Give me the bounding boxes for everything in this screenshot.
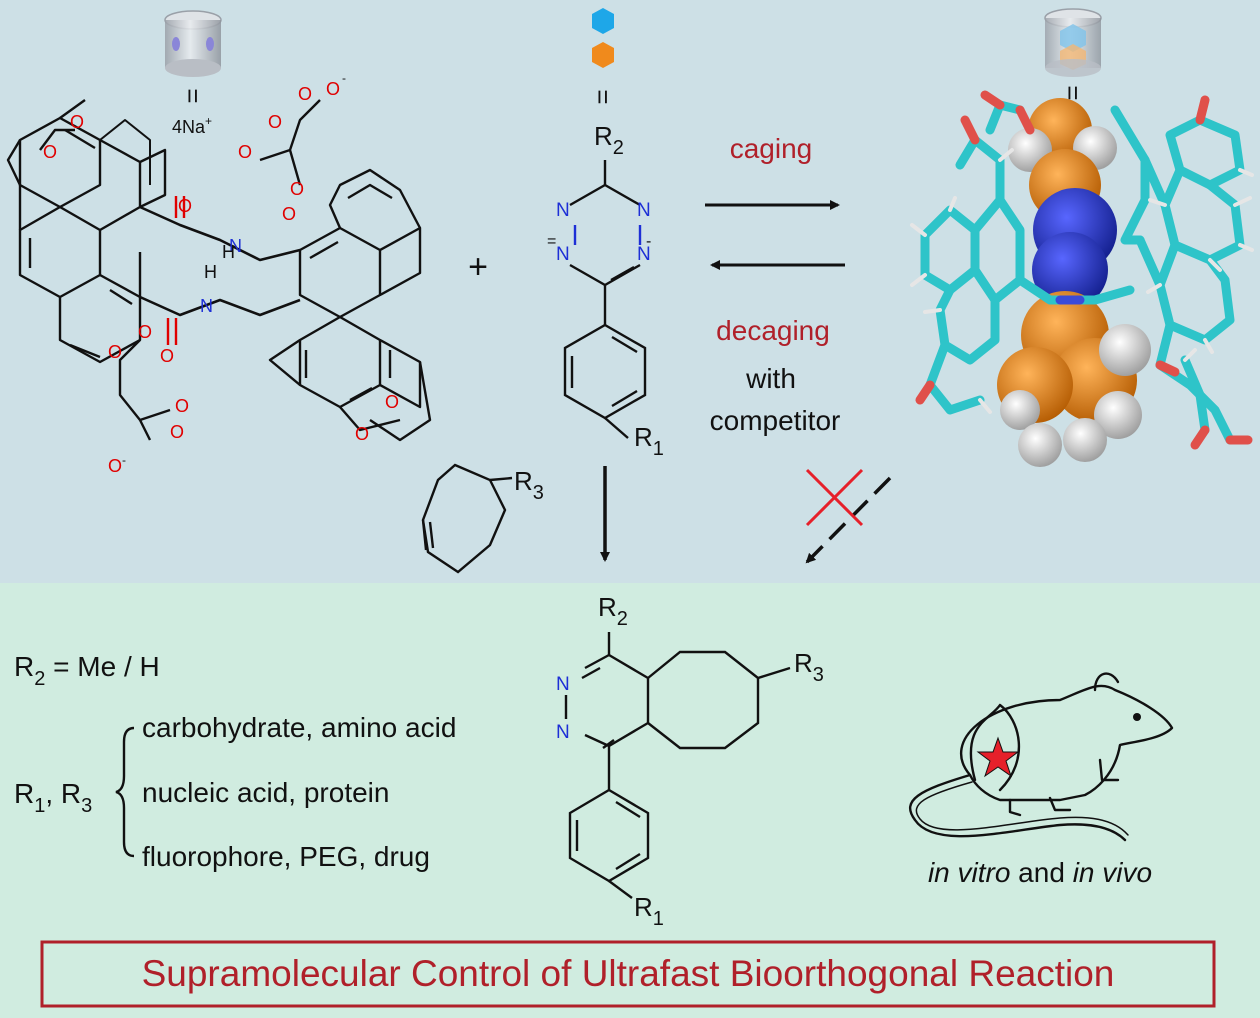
host-equals-sign: = [178,88,208,103]
svg-text:O: O [268,112,282,132]
svg-text:O: O [108,342,122,362]
svg-text:N: N [556,244,570,265]
svg-text:O: O [355,424,369,444]
blocked-cross-icon [805,468,864,527]
caging-label: caging [730,133,813,164]
svg-text:N: N [556,674,570,695]
legend-item-1: carbohydrate, amino acid [142,712,456,743]
complex-cylinder-icon [1044,8,1102,77]
tetrazine-equals-sign: = [588,89,618,104]
alkene-r3-label: R3 [514,466,544,504]
tetrazine-nitrogen-labels: N N N N = - [547,200,651,265]
product-r2-label: R2 [598,592,628,630]
plus-sign: + [468,248,488,286]
svg-text:-: - [342,71,346,85]
tetrazine-r2-label: R2 [594,121,624,159]
figure-title: Supramolecular Control of Ultrafast Bioo… [142,953,1115,994]
svg-text:O: O [70,112,84,132]
host-guest-complex-model [910,90,1254,467]
star-icon [976,736,1020,778]
svg-text:O: O [385,392,399,412]
svg-text:H: H [204,262,217,282]
product-nitrogen-labels: N N [556,674,570,743]
host-counterion: 4Na+ [172,114,212,137]
product-structure [568,632,791,899]
svg-text:H: H [222,242,235,262]
tetrazine-r1-label: R1 [634,422,664,460]
svg-text:O: O [290,179,304,199]
svg-text:N: N [229,236,242,256]
svg-text:O: O [326,79,340,99]
legend-brace [115,726,135,858]
competitor-label: competitor [710,405,841,436]
svg-text:N: N [556,722,570,743]
tetrazine-structure [563,160,647,439]
blocked-reaction-arrow [805,476,892,564]
in-vitro-in-vivo-label: in vitro and in vivo [928,857,1152,888]
tetrazine-hexagon-icon [592,8,614,68]
mouse-eye [1133,713,1141,721]
host-molecule-structure [6,99,432,442]
host-heteroatom-labels: O O O O O O O O O - O O O O O - O O O N … [43,71,399,476]
mouse-illustration [908,672,1174,842]
svg-text:O: O [282,204,296,224]
svg-text:O: O [160,346,174,366]
product-r1-label: R1 [634,892,664,930]
r1-r3-label: R1, R3 [14,778,92,817]
svg-text:N: N [200,296,213,316]
svg-text:O: O [175,396,189,416]
svg-text:O: O [138,322,152,342]
product-r3-label: R3 [794,648,824,686]
svg-text:=: = [547,233,556,250]
svg-text:-: - [646,233,651,250]
title-box [40,940,1216,1008]
svg-text:N: N [556,200,570,221]
svg-text:N: N [637,244,651,265]
complex-equals-sign: = [1058,85,1088,100]
host-cylinder-icon [164,10,222,77]
legend-item-2: nucleic acid, protein [142,777,389,808]
svg-text:O: O [43,142,57,162]
decaging-label: decaging [716,315,830,346]
svg-text:O: O [108,456,122,476]
r2-definition: R2 = Me / H [14,651,160,690]
svg-text:O: O [238,142,252,162]
svg-text:O: O [178,196,192,216]
svg-text:O: O [298,84,312,104]
svg-text:-: - [122,453,126,467]
legend-item-3: fluorophore, PEG, drug [142,841,430,872]
svg-text:N: N [637,200,651,221]
with-label: with [745,363,796,394]
trans-cyclooctene-structure [421,463,513,574]
svg-text:O: O [170,422,184,442]
